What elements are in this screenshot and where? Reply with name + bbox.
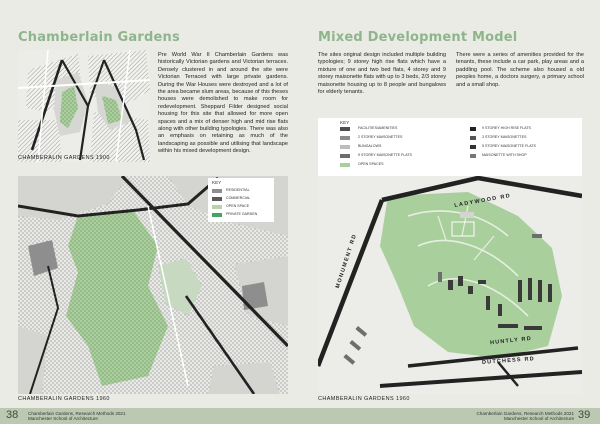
key-swatch-3-storey [470,136,476,140]
right-text-column-2: There were a series of amenities provide… [456,52,584,88]
key-swatch-2-storey [340,136,350,140]
page-number-left: 38 [6,409,19,421]
key-swatch-5-storey [470,145,476,149]
key-label-shop: MAISONETTE WITH SHOP [482,153,527,157]
right-key: KEY FACILITIES/AMENITIES 2 STOREY MAISON… [318,118,582,176]
key-swatch-shop [470,154,476,158]
key-label-bungalows: BUNGALOWS [358,144,382,148]
key-label-facilities: FACILITIES/AMENITIES [358,126,398,130]
key-swatch-residential [212,189,222,193]
map-1960-right: LADYWOOD RD MONUMENT RD HUNTLY RD DUTCHE… [318,176,582,394]
key-swatch-commercial [212,197,222,201]
key-swatch-private-garden [212,213,222,217]
left-page-title: Chamberlain Gardens [18,30,180,45]
intro-paragraph: Pre World War II Chamberlain Gardens was… [158,52,288,155]
map-1900 [18,50,150,162]
footer-right-line1: Chamberlain Gardens, Research Methods 20… [476,411,574,416]
key-label-high-rise: 9 STOREY HIGH RISE FLATS [482,126,531,130]
key-swatch-open-spaces [340,163,350,167]
map-1900-caption: CHAMBERALIN GARDENS 1900 [18,155,110,161]
map-1960-left-caption: CHAMBERALIN GARDENS 1960 [18,396,110,402]
footer-right-line2: Manchester School of Architecture [504,416,574,421]
key-label-2-storey: 2 STOREY MAISONETTES [358,135,403,139]
key-swatch-open-space [212,205,222,209]
footer-band: 38 Chamberlain Gardens, Research Methods… [0,408,600,424]
key-swatch-9-storey-maisonette [340,154,350,158]
left-key: KEY RESIDENTIAL COMMERCIAL OPEN SPACE PR… [208,178,274,222]
key-swatch-high-rise [470,127,476,131]
key-swatch-bungalows [340,145,350,149]
key-label-9-storey-maisonette: 9 STOREY MAISONETTE FLATS [358,153,412,157]
key-label-5-storey: 5 STOREY MAISONETTE FLATS [482,144,536,148]
key-label-private-garden: PRIVATE GARDEN [226,212,258,216]
footer-left-line1: Chamberlain Gardens, Research Methods 20… [28,411,126,416]
right-key-heading: KEY [340,120,350,125]
key-label-open-spaces: OPEN SPACES [358,162,384,166]
key-label-3-storey: 3 STOREY MAISONETTES [482,135,527,139]
right-page-title: Mixed Development Model [318,30,518,45]
key-label-commercial: COMMERCIAL [226,196,251,200]
key-swatch-facilities [340,127,350,131]
key-label-open-space: OPEN SPACE [226,204,250,208]
right-text-column-1: The sites original design included multi… [318,52,446,96]
map-1960-right-caption: CHAMBERALIN GARDENS 1960 [318,396,410,402]
left-key-heading: KEY [212,180,222,185]
page-number-right: 39 [578,409,591,421]
key-label-residential: RESIDENTIAL [226,188,250,192]
footer-left-line2: Manchester School of Architecture [28,416,98,421]
